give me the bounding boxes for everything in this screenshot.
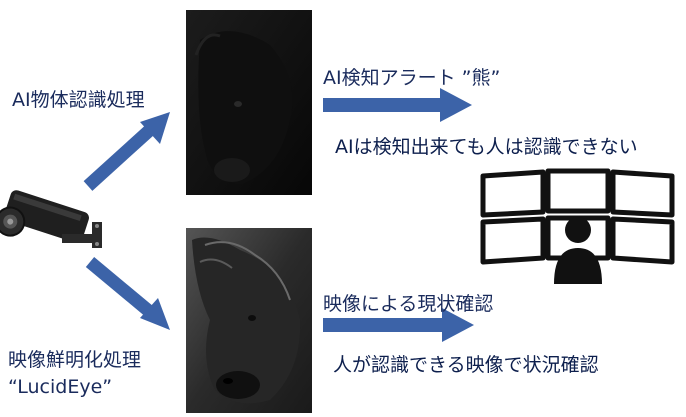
monitor-wall-operator-icon [480, 168, 675, 265]
alert-label: AI検知アラート ”熊” [323, 67, 501, 89]
ai-detect-note: AIは検知出来ても人は認識できない [335, 136, 638, 158]
human-check-note: 人が認識できる映像で状況確認 [333, 354, 599, 376]
product-name-label: “LucidEye” [8, 376, 113, 398]
security-camera-icon [0, 190, 102, 248]
arrow-right-bottom [323, 308, 474, 342]
dark-bear-image [186, 10, 312, 195]
operator-silhouette [554, 217, 602, 284]
video-check-label: 映像による現状確認 [323, 293, 494, 315]
ai-recognition-label: AI物体認識処理 [12, 89, 145, 111]
clear-bear-image [186, 228, 312, 413]
arrow-right-top [323, 88, 472, 122]
arrow-up-right [83, 112, 170, 191]
enhance-label: 映像鮮明化処理 [8, 349, 142, 371]
arrow-down-right [85, 257, 170, 330]
